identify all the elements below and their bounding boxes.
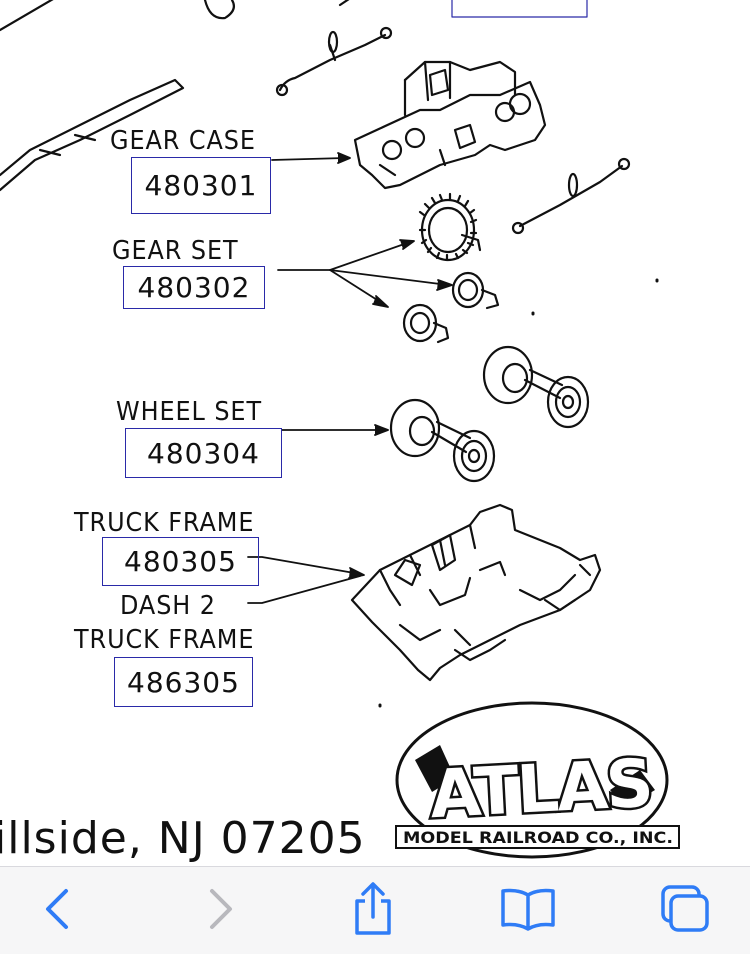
dash2-label-line1: DASH 2 <box>120 591 216 621</box>
diagram-drawing: ATLAS MODEL RAILROAD CO., INC. <box>0 0 680 859</box>
leader-lines <box>247 152 453 604</box>
gear-set-label: GEAR SET <box>112 236 239 266</box>
share-button[interactable] <box>343 882 403 935</box>
gear-case-label: GEAR CASE <box>110 126 256 156</box>
partial-part-top-left <box>0 0 235 192</box>
back-icon <box>46 889 68 929</box>
forward-button[interactable] <box>190 883 250 935</box>
brush-spring-top <box>275 0 393 97</box>
gear-case-part-number: 480301 <box>131 157 271 214</box>
forward-icon <box>210 889 232 929</box>
scan-specks <box>378 278 659 708</box>
wheel-set-label: WHEEL SET <box>116 397 262 427</box>
bookmarks-button[interactable] <box>498 883 558 935</box>
wheel-set-part-number: 480304 <box>125 428 282 478</box>
truck-frame-part-number: 480305 <box>102 537 259 586</box>
tabs-icon <box>661 885 709 932</box>
tabs-button[interactable] <box>655 883 715 935</box>
gear-set-part-number: 480302 <box>123 266 265 309</box>
atlas-logo: ATLAS MODEL RAILROAD CO., INC. <box>395 701 680 859</box>
share-icon <box>355 882 391 935</box>
atlas-logo-tagline: MODEL RAILROAD CO., INC. <box>403 828 673 847</box>
brush-spring-right <box>511 157 631 235</box>
truck-frame-drawing <box>350 503 602 682</box>
browser-toolbar <box>0 866 750 954</box>
truck-frame-label: TRUCK FRAME <box>74 508 255 538</box>
gear-case-drawing <box>353 60 547 190</box>
address-text: illside, NJ 07205 <box>0 813 366 864</box>
gear-set-drawing <box>402 192 500 344</box>
dash2-part-number: 486305 <box>114 657 253 707</box>
parts-diagram: ATLAS MODEL RAILROAD CO., INC. GEAR CASE… <box>0 0 680 864</box>
atlas-logo-text: ATLAS <box>428 745 653 833</box>
dash2-label-line2: TRUCK FRAME <box>74 625 255 655</box>
back-button[interactable] <box>28 883 88 935</box>
wheel-set-drawing <box>389 345 590 483</box>
bookmarks-icon <box>501 888 555 931</box>
partial-part-box-top <box>451 0 588 18</box>
